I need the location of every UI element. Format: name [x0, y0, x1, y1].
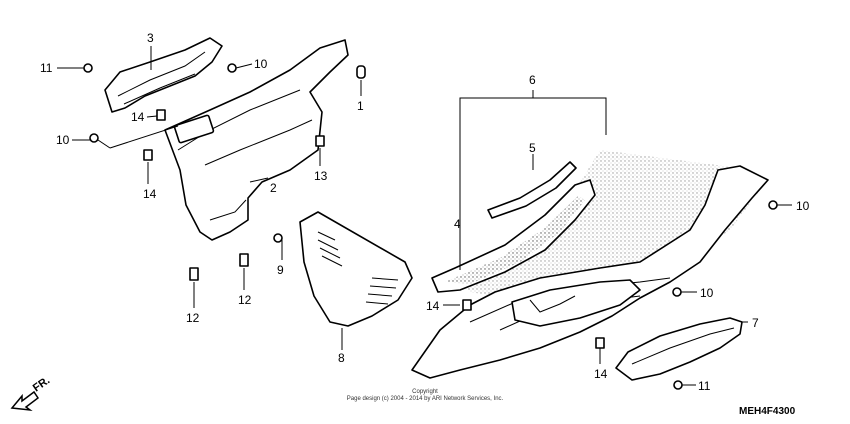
copyright-notice: Copyright Page design (c) 2004 - 2014 by…: [300, 389, 550, 403]
front-arrow-icon: [10, 390, 40, 412]
callout-10-right: 10: [796, 199, 810, 213]
callout-10-lower: 10: [700, 286, 714, 300]
callout-2: 2: [270, 181, 277, 195]
callout-8: 8: [338, 351, 345, 365]
callout-3: 3: [147, 31, 154, 45]
copyright-line-2: Page design (c) 2004 - 2014 by ARI Netwo…: [346, 396, 504, 402]
callout-11-lower: 11: [698, 379, 711, 393]
callout-13: 13: [314, 169, 328, 183]
copyright-line-1: Copyright: [412, 389, 438, 395]
leader-lines: [57, 46, 792, 386]
callout-14-left: 14: [143, 187, 157, 201]
callout-5: 5: [529, 141, 536, 155]
diagram-code: MEH4F4300: [739, 406, 796, 417]
callout-14-lower: 14: [594, 367, 608, 381]
main-side-cover[interactable]: [411, 165, 769, 379]
part-7-lower-trim[interactable]: [615, 317, 743, 381]
callout-12-left: 12: [186, 311, 200, 325]
decal-stipple-area: [455, 150, 760, 300]
callout-9: 9: [277, 263, 284, 277]
callout-10-top: 10: [254, 57, 268, 71]
callout-10-left: 10: [56, 133, 70, 147]
part-4-stripe[interactable]: [431, 179, 596, 293]
part-2-inner-cover[interactable]: [164, 39, 349, 241]
fastener-icons: [83, 63, 778, 390]
callout-1: 1: [357, 99, 364, 113]
callout-12-mid: 12: [238, 293, 252, 307]
callout-14-upper: 14: [131, 110, 145, 124]
callout-6: 6: [529, 73, 536, 87]
part-8-side-panel[interactable]: [299, 211, 413, 327]
vent-slats: [317, 231, 399, 305]
callout-14-mid: 14: [426, 299, 440, 313]
inner-bracket[interactable]: [511, 279, 641, 327]
callout-labels: 11 3 10 1 14 10 14 2 13 9 12 12 8 6 5 4 …: [40, 31, 810, 393]
callout-11-left: 11: [40, 61, 53, 75]
callout-7: 7: [752, 316, 759, 330]
part-5-strip[interactable]: [487, 161, 577, 219]
callout-4: 4: [454, 217, 461, 231]
